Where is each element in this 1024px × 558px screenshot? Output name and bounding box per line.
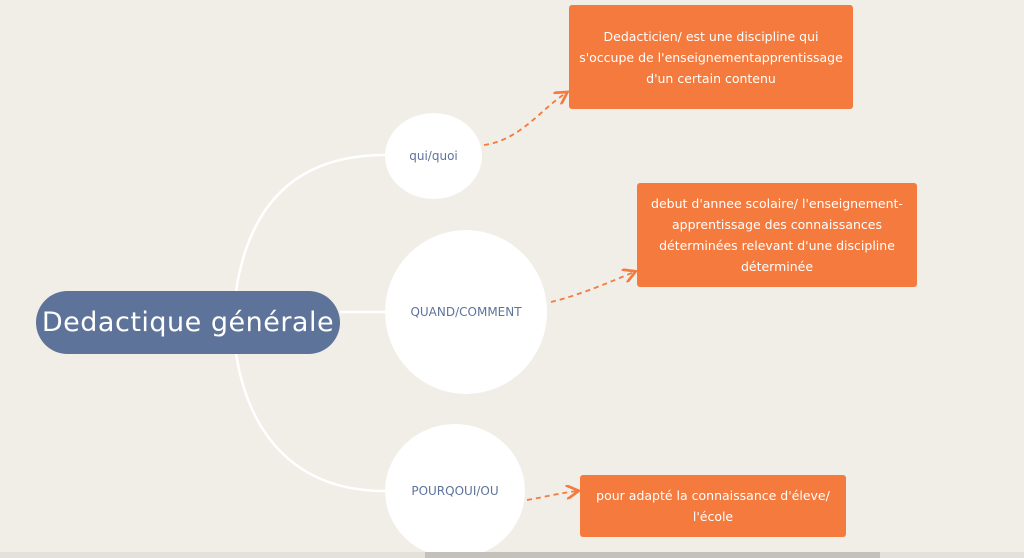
branch-connector-qui-quoi [234, 153, 386, 292]
note-text: pour adapté la connaissance d'éleve/ l'é… [596, 488, 830, 524]
dashed-arrow-qui-quoi [483, 93, 566, 146]
branch-node-quand-comment[interactable]: QUAND/COMMENT [385, 230, 547, 394]
dashed-arrow-quand-comment [550, 272, 634, 303]
note-box-qui-quoi[interactable]: Dedacticien/ est une discipline qui s'oc… [569, 5, 853, 109]
branch-node-pourquoi-ou[interactable]: POURQOUI/OU [385, 424, 525, 558]
branch-node-label: QUAND/COMMENT [410, 305, 522, 319]
note-box-pourquoi-ou[interactable]: pour adapté la connaissance d'éleve/ l'é… [580, 475, 846, 537]
branch-connector-pourquoi-ou [234, 353, 386, 493]
horizontal-scrollbar[interactable] [0, 552, 1024, 558]
dashed-arrow-pourquoi-ou [526, 491, 577, 501]
note-text: debut d'annee scolaire/ l'enseignement- … [651, 196, 903, 274]
root-node-label: Dedactique générale [41, 307, 335, 338]
note-text: Dedacticien/ est une discipline qui s'oc… [579, 28, 843, 86]
root-node[interactable]: Dedactique générale [36, 291, 340, 354]
note-box-quand-comment[interactable]: debut d'annee scolaire/ l'enseignement- … [637, 183, 917, 287]
branch-node-qui-quoi[interactable]: qui/quoi [385, 113, 482, 199]
scrollbar-thumb[interactable] [425, 552, 880, 558]
branch-node-label: qui/quoi [409, 149, 458, 163]
branch-node-label: POURQOUI/OU [411, 484, 499, 498]
